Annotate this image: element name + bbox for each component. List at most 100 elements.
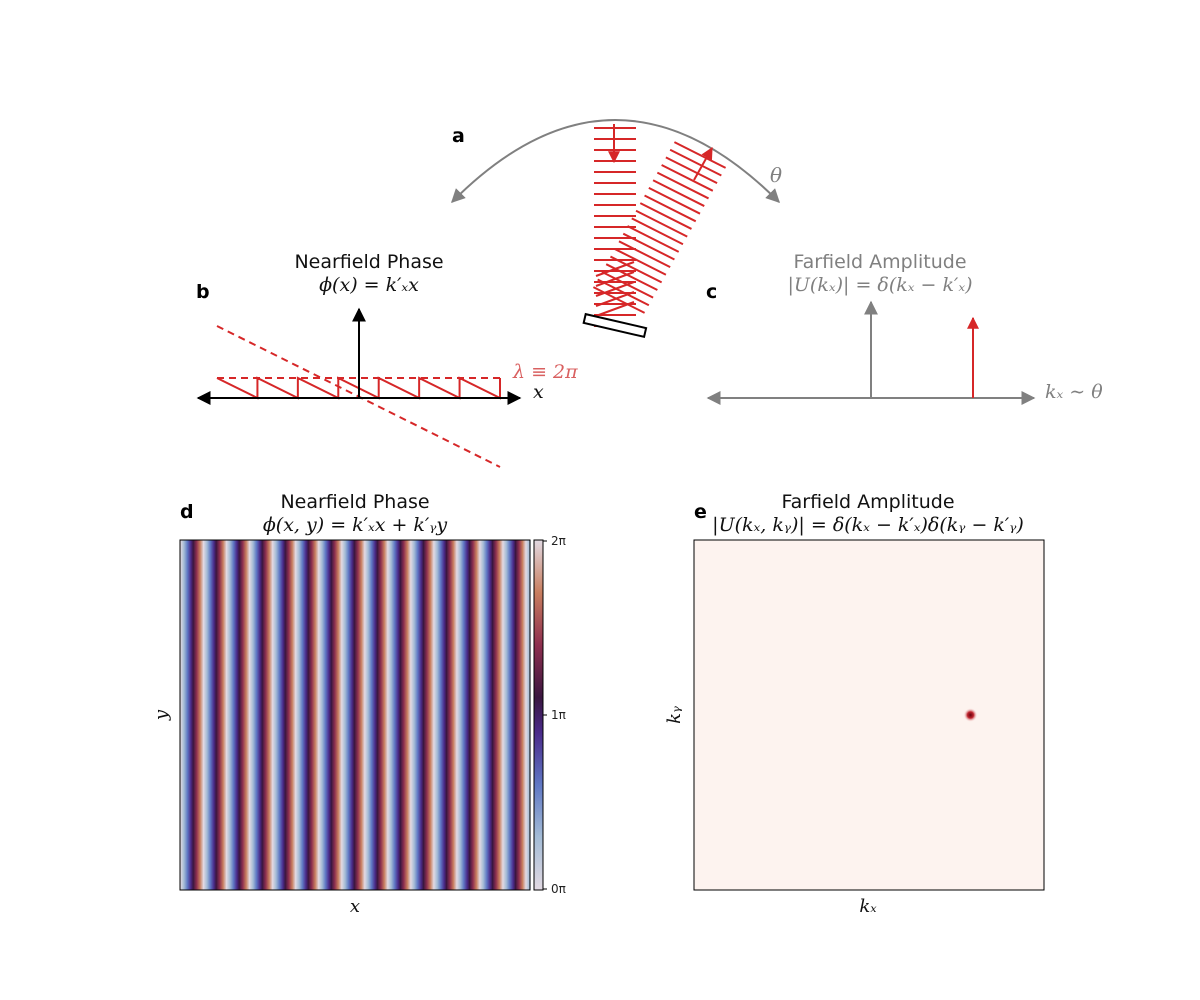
phase-stripe (359, 540, 361, 890)
phase-stripe (395, 540, 397, 890)
phase-stripe (332, 540, 334, 890)
tilted-wavefront-line (597, 278, 650, 307)
panel-e: e Farfield Amplitude |U(kₓ, kᵧ)| = δ(kₓ … (664, 491, 1045, 917)
phase-stripe (486, 540, 488, 890)
phase-stripe (509, 540, 511, 890)
phase-stripe (453, 540, 455, 890)
phase-stripe (457, 540, 459, 890)
phase-stripe (452, 540, 454, 890)
phase-stripe (451, 540, 453, 890)
phase-stripe (253, 540, 255, 890)
phase-stripe (444, 540, 446, 890)
phase-stripe (285, 540, 287, 890)
phase-stripe (221, 540, 223, 890)
phase-stripe (464, 540, 466, 890)
phase-stripe (208, 540, 210, 890)
phase-stripe (477, 540, 479, 890)
phase-stripe (410, 540, 412, 890)
phase-stripe (217, 540, 219, 890)
phase-stripe (409, 540, 411, 890)
phase-stripe (195, 540, 197, 890)
phase-stripe (498, 540, 500, 890)
phase-stripe (180, 540, 182, 890)
phase-stripe (244, 540, 246, 890)
phase-stripe (353, 540, 355, 890)
phase-stripe (442, 540, 444, 890)
phase-stripe (366, 540, 368, 890)
phase-stripe (431, 540, 433, 890)
phase-stripe (362, 540, 364, 890)
phase-stripe (488, 540, 490, 890)
phase-stripe (474, 540, 476, 890)
phase-stripe (301, 540, 303, 890)
phase-stripe (414, 540, 416, 890)
phase-stripe (489, 540, 491, 890)
phase-stripe (240, 540, 242, 890)
phase-stripe (277, 540, 279, 890)
phase-stripe (480, 540, 482, 890)
phase-stripe (330, 540, 332, 890)
phase-stripe (282, 540, 284, 890)
phase-stripe (392, 540, 394, 890)
phase-stripe (271, 540, 273, 890)
phase-stripe (248, 540, 250, 890)
tilted-wavefront-line (652, 179, 705, 207)
phase-stripe (337, 540, 339, 890)
phase-stripe (346, 540, 348, 890)
colorbar (533, 539, 544, 891)
phase-stripe (446, 540, 448, 890)
phase-stripe (329, 540, 331, 890)
panel-c-formula: |U(kₓ)| = δ(kₓ − k′ₓ) (788, 274, 973, 296)
phase-stripe (311, 540, 313, 890)
phase-stripe (357, 540, 359, 890)
phase-stripe (508, 540, 510, 890)
panel-a: a θ (451, 119, 782, 339)
phase-stripe (521, 540, 523, 890)
phase-stripe (382, 540, 384, 890)
phase-stripe (256, 540, 258, 890)
phase-stripe (184, 540, 186, 890)
phase-stripe (367, 540, 369, 890)
colorbar-label-1pi: 1π (551, 708, 566, 722)
phase-stripe (505, 540, 507, 890)
phase-stripe (510, 540, 512, 890)
angle-label: θ (770, 163, 782, 187)
phase-stripe (182, 540, 184, 890)
tilted-wavefront-line (648, 186, 701, 215)
phase-stripe (252, 540, 254, 890)
phase-stripe (239, 540, 241, 890)
phase-stripe (260, 540, 262, 890)
interference-line (595, 291, 635, 307)
phase-stripe (246, 540, 248, 890)
phase-stripe (183, 540, 185, 890)
tilted-wavefronts (592, 141, 727, 317)
phase-stripe (499, 540, 501, 890)
phase-stripe (526, 540, 528, 890)
phase-stripe (413, 540, 415, 890)
phase-stripe (249, 540, 251, 890)
kx-axis-label-c: kₓ ∼ θ (1045, 381, 1103, 403)
tilted-wavefront-line (669, 148, 722, 177)
panel-c-title: Farfield Amplitude (793, 251, 966, 273)
phase-stripe (497, 540, 499, 890)
phase-stripe (222, 540, 224, 890)
phase-stripe (213, 540, 215, 890)
phase-stripe (456, 540, 458, 890)
phase-stripe (441, 540, 443, 890)
phase-stripe (196, 540, 198, 890)
panel-e-formula: |U(kₓ, kᵧ)| = δ(kₓ − k′ₓ)δ(kᵧ − k′ᵧ) (712, 514, 1024, 536)
phase-stripe (242, 540, 244, 890)
phase-stripe (238, 540, 240, 890)
phase-stripe (402, 540, 404, 890)
phase-stripe (516, 540, 518, 890)
phase-stripe (415, 540, 417, 890)
phase-stripe (339, 540, 341, 890)
phase-stripe (297, 540, 299, 890)
phase-stripe (408, 540, 410, 890)
phase-stripe (401, 540, 403, 890)
tilted-wavefront-line (631, 217, 684, 246)
phase-stripe (470, 540, 472, 890)
phase-stripe (316, 540, 318, 890)
phase-stripe (192, 540, 194, 890)
phase-stripes (180, 540, 531, 890)
